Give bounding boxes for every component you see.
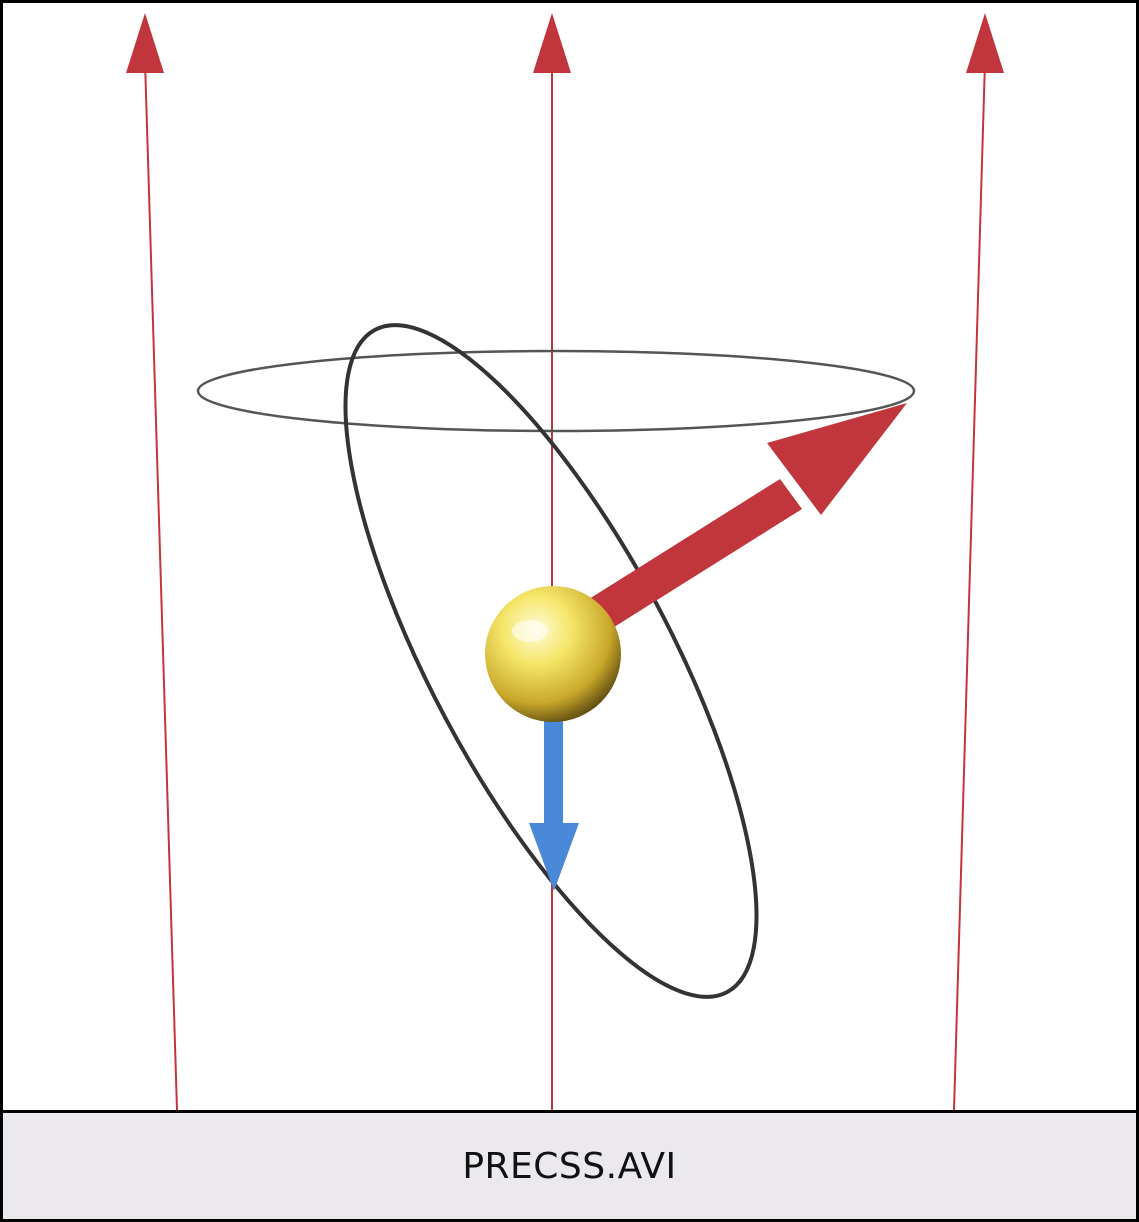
field-line-right-arrowhead-icon	[966, 13, 1004, 73]
orbit-ellipse	[343, 323, 759, 999]
small-down-arrow-icon	[529, 703, 579, 891]
field-line-right	[953, 60, 986, 1110]
field-line-left	[144, 60, 178, 1110]
field-lines	[126, 13, 1004, 1110]
precession-cone-ellipse	[196, 349, 916, 433]
field-line-center-arrowhead-icon	[533, 13, 571, 73]
caption-bar: PRECSS.AVI	[3, 1110, 1136, 1219]
field-line-left-arrowhead-icon	[126, 13, 164, 73]
spin-particle-sphere-icon	[485, 586, 621, 722]
magnetic-moment-arrow-icon	[589, 403, 907, 629]
video-filename-label: PRECSS.AVI	[462, 1145, 677, 1187]
sphere-highlight	[512, 620, 548, 642]
precession-diagram	[126, 13, 1004, 1110]
